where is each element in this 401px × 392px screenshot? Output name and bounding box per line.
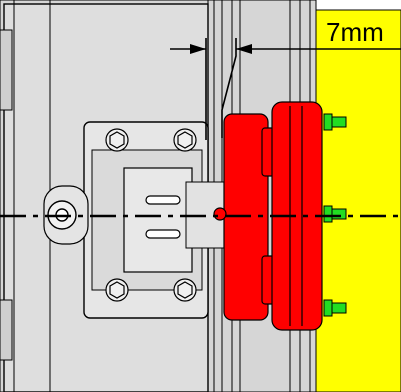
dimension-arrow-left	[190, 44, 206, 54]
hinge-center-block	[123, 167, 193, 273]
dimension-label: 7mm	[326, 17, 384, 47]
dimension-arrow-right	[236, 44, 252, 54]
yellow-panel	[315, 9, 401, 392]
slot-lower	[145, 229, 181, 239]
red-bracket	[213, 101, 323, 331]
housing-left-flange	[0, 0, 51, 392]
slot-upper	[145, 195, 181, 205]
plate-bolts	[105, 128, 197, 302]
green-bolts	[323, 113, 347, 317]
dimension-lines	[170, 38, 401, 140]
